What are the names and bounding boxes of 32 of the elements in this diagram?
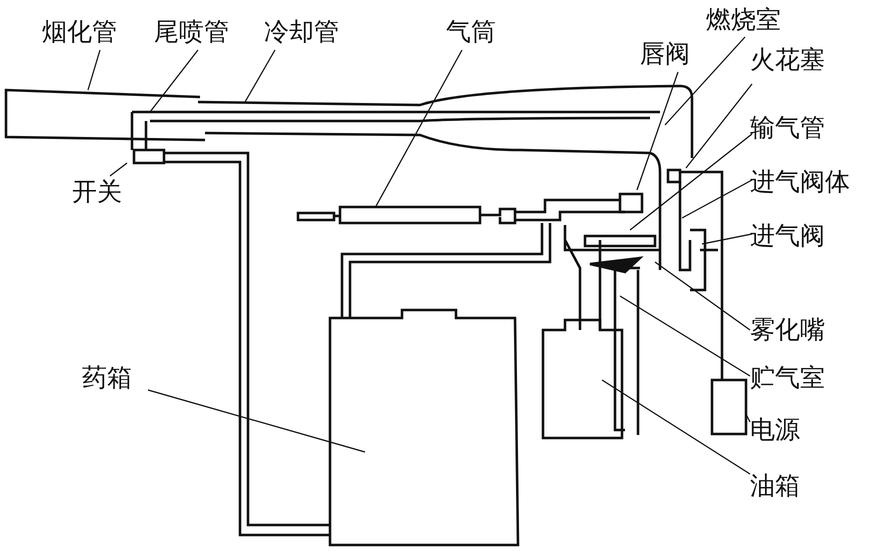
leader-line — [664, 36, 746, 126]
callout-label: 药箱 — [82, 362, 132, 394]
leader-line — [87, 50, 101, 90]
callout-label: 电源 — [750, 414, 800, 446]
leader-line — [150, 50, 198, 112]
callout-label: 贮气室 — [750, 362, 825, 394]
callout-label: 雾化嘴 — [750, 314, 825, 346]
callout-label: 开关 — [72, 176, 122, 208]
leader-line — [630, 134, 752, 230]
leader-line — [374, 50, 463, 208]
callout-label: 烟化管 — [42, 16, 117, 48]
leader-line — [148, 389, 366, 453]
leader-line — [702, 233, 752, 245]
leader-line — [686, 84, 752, 168]
leader-line — [654, 262, 750, 330]
callout-label: 油箱 — [750, 470, 800, 502]
callout-label: 冷却管 — [264, 16, 339, 48]
leader-line — [745, 414, 751, 422]
leader-line — [110, 162, 128, 176]
callout-label: 火花塞 — [750, 44, 825, 76]
leader-line — [244, 50, 276, 102]
leader-line — [636, 72, 679, 190]
callout-label: 唇阀 — [640, 38, 690, 70]
leader-line — [602, 380, 750, 474]
callout-label: 进气阀 — [750, 220, 825, 252]
leader-line — [682, 179, 752, 219]
leader-line — [620, 295, 750, 377]
callout-label: 燃烧室 — [706, 4, 781, 36]
callout-label: 进气阀体 — [750, 166, 850, 198]
callout-label: 输气管 — [750, 112, 825, 144]
callout-label: 尾喷管 — [154, 16, 229, 48]
callout-label: 气筒 — [446, 16, 496, 48]
